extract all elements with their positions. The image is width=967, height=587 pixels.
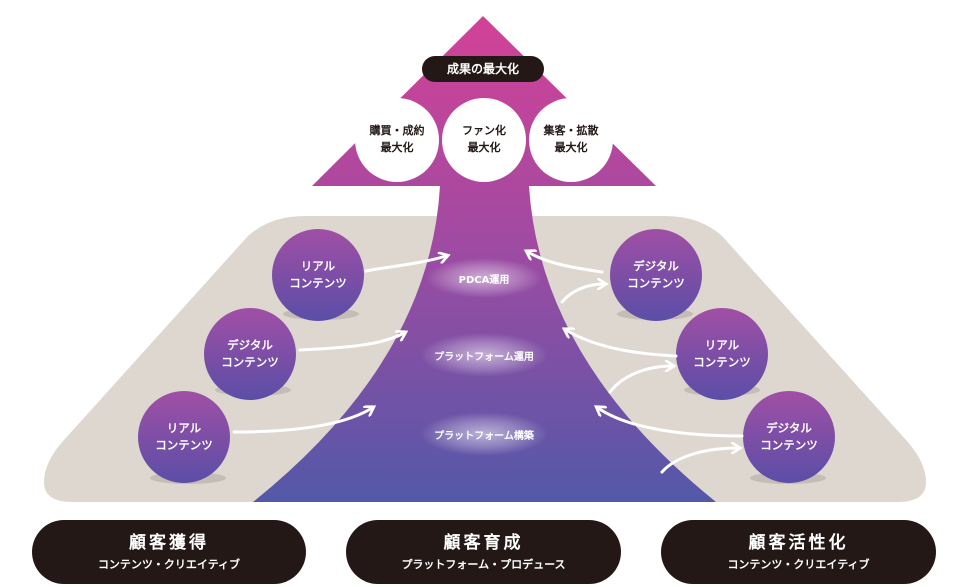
right-circle-real	[676, 308, 768, 400]
band-nurturing: 顧客育成 プラットフォーム・プロデュース	[346, 520, 621, 584]
left-circle-real-2	[138, 391, 230, 483]
left-circle-label-3: リアル コンテンツ	[139, 420, 229, 454]
left-circle-digital	[204, 308, 296, 400]
band-subtitle: プラットフォーム・プロデュース	[401, 558, 566, 571]
arrow-right-in-1	[528, 252, 604, 274]
circle-line1: リアル	[704, 338, 740, 352]
band-subtitle: コンテンツ・クリエイティブ	[727, 558, 870, 571]
band-acquisition: 顧客獲得 コンテンツ・クリエイティブ	[32, 520, 306, 584]
stage-glow-pdca	[426, 258, 542, 298]
arrow-left-1	[364, 256, 446, 273]
band-subtitle: コンテンツ・クリエイティブ	[97, 558, 241, 571]
circle-line2: コンテンツ	[155, 438, 213, 452]
circle-line1: リアル	[166, 421, 202, 435]
stage-glow-platform-build	[420, 412, 548, 456]
goal-line2: 最大化	[467, 141, 501, 154]
goal-line2: 最大化	[380, 141, 414, 154]
circle-line2: コンテンツ	[760, 438, 818, 452]
right-circle-label-1: デジタル コンテンツ	[611, 258, 701, 292]
arrow-left-2	[298, 333, 404, 352]
goal-line1: 集客・拡散	[543, 124, 599, 137]
arrow-right-in-2	[566, 330, 678, 358]
stage-label-platform-build: プラットフォーム構築	[434, 431, 534, 442]
circle-line1: デジタル	[766, 421, 812, 435]
goal-circle-purchase	[355, 98, 439, 182]
circle-line1: デジタル	[633, 259, 679, 273]
goal-circle-attract	[529, 98, 613, 182]
circle-line2: コンテンツ	[221, 355, 279, 369]
arrow-right-in-3	[598, 408, 744, 438]
band-title: 顧客獲得	[129, 533, 209, 553]
band-title: 顧客活性化	[748, 533, 849, 553]
band-activation: 顧客活性化 コンテンツ・クリエイティブ	[661, 520, 936, 584]
goal-label-fan: ファン化 最大化	[444, 122, 524, 156]
top-label-pill: 成果の最大化	[422, 56, 544, 82]
left-circle-real-1	[272, 229, 364, 321]
band-title: 顧客育成	[443, 533, 524, 553]
circle-line2: コンテンツ	[693, 355, 751, 369]
right-circle-digital-1	[610, 229, 702, 321]
stage-label-platform-operation: プラットフォーム運用	[434, 352, 534, 363]
stage-glow-platform-operation	[420, 333, 548, 377]
right-circle-label-3: デジタル コンテンツ	[744, 420, 834, 454]
goal-circle-fan	[442, 98, 526, 182]
goal-line1: 購買・成約	[369, 124, 425, 137]
circle-line2: コンテンツ	[627, 276, 685, 290]
circle-line1: デジタル	[227, 338, 273, 352]
goal-label-purchase: 購買・成約 最大化	[357, 122, 437, 156]
goal-line1: ファン化	[462, 124, 506, 137]
circle-line2: コンテンツ	[289, 276, 347, 290]
goal-line2: 最大化	[554, 141, 588, 154]
left-circle-label-2: デジタル コンテンツ	[205, 337, 295, 371]
stage-label-pdca: PDCA運用	[458, 275, 510, 286]
arrow-right-out-1	[560, 284, 604, 304]
right-circle-digital-2	[743, 391, 835, 483]
arrow-right-out-3	[660, 448, 738, 474]
goal-label-attract: 集客・拡散 最大化	[531, 122, 611, 156]
circle-line1: リアル	[300, 259, 336, 273]
right-circle-label-2: リアル コンテンツ	[677, 337, 767, 371]
left-circle-label-1: リアル コンテンツ	[273, 258, 363, 292]
arrow-right-out-2	[608, 366, 672, 394]
arrow-left-3	[232, 408, 372, 434]
